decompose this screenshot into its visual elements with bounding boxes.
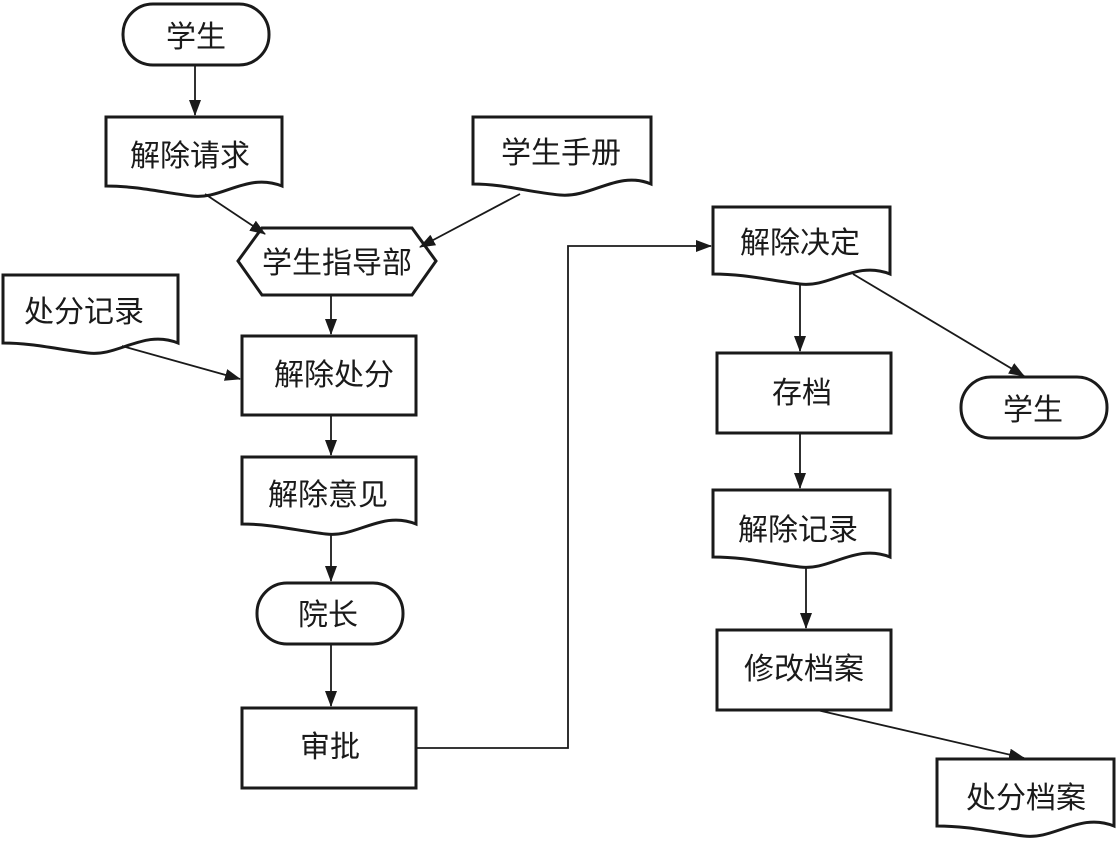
node-label: 学生手册 <box>501 136 621 171</box>
document-shape <box>1 273 180 355</box>
process-shape <box>240 706 418 790</box>
terminal-shape <box>959 375 1109 440</box>
node-label: 学生 <box>1003 393 1063 428</box>
node-label: 处分记录 <box>24 295 144 330</box>
node-dean: 院长 <box>255 581 405 646</box>
process-shape <box>715 628 893 712</box>
edge-approve-to-decision <box>416 240 712 749</box>
document-shape <box>471 115 653 197</box>
node-label: 学生 <box>166 20 226 55</box>
node-release-decision: 解除决定 <box>711 205 892 286</box>
node-label: 解除处分 <box>274 358 394 393</box>
node-discipline-record: 处分记录 <box>1 273 180 355</box>
document-shape <box>711 488 892 569</box>
node-modify-file: 修改档案 <box>715 628 893 712</box>
node-student-right: 学生 <box>959 375 1109 440</box>
node-release-request: 解除请求 <box>104 115 284 198</box>
node-label: 审批 <box>300 730 360 765</box>
edge-decision-to-student <box>852 273 1025 377</box>
node-label: 解除请求 <box>130 139 250 174</box>
node-label: 解除决定 <box>740 226 860 261</box>
node-student-handbook: 学生手册 <box>471 115 653 197</box>
edge-handbook-to-guidance <box>419 193 521 248</box>
document-shape <box>240 455 418 536</box>
node-label: 处分档案 <box>966 781 1086 816</box>
node-label: 解除记录 <box>738 513 858 548</box>
node-label: 院长 <box>298 598 358 633</box>
edge-request-to-guidance <box>204 193 266 235</box>
terminal-shape <box>255 581 405 646</box>
node-approve: 审批 <box>240 706 418 790</box>
edge-record-to-release <box>121 345 241 381</box>
node-label: 修改档案 <box>744 652 864 687</box>
node-label: 存档 <box>772 376 832 411</box>
node-student-top: 学生 <box>121 2 271 67</box>
node-release-opinion: 解除意见 <box>240 455 418 536</box>
node-discipline-file: 处分档案 <box>935 757 1116 838</box>
node-archive: 存档 <box>715 351 893 435</box>
terminal-shape <box>121 2 271 67</box>
process-shape <box>240 334 418 417</box>
document-shape <box>935 757 1116 838</box>
node-label: 学生指导部 <box>262 246 412 281</box>
node-label: 解除意见 <box>268 478 388 513</box>
edge-modify-to-file <box>816 709 1025 761</box>
node-student-guidance: 学生指导部 <box>236 226 438 297</box>
node-release-record: 解除记录 <box>711 488 892 569</box>
process-shape <box>715 351 893 435</box>
node-release-discipline: 解除处分 <box>240 334 418 417</box>
document-shape <box>104 115 284 198</box>
